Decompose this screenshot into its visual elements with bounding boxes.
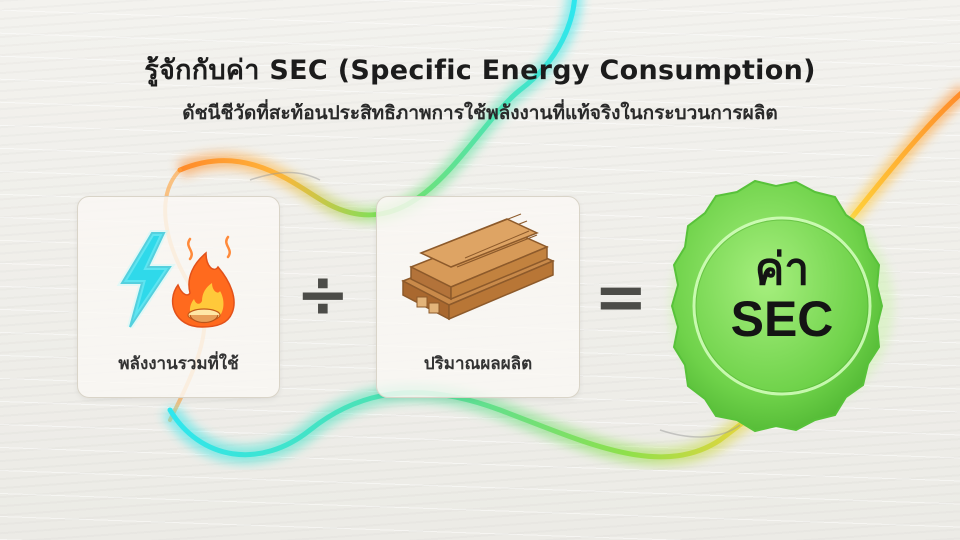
bottom-swoosh	[167, 390, 783, 460]
production-output-card: ปริมาณผลผลิต	[376, 196, 580, 398]
lightning-icon	[116, 230, 176, 329]
right-swoosh	[847, 91, 960, 223]
divide-operator: ÷	[296, 258, 350, 332]
total-energy-label: พลังงานรวมที่ใช้	[118, 354, 239, 374]
page-subtitle: ดัชนีชีวัดที่สะท้อนประสิทธิภาพการใช้พลัง…	[182, 102, 778, 124]
sec-badge-line1: ค่า	[754, 245, 810, 294]
equals-operator: =	[594, 261, 648, 335]
sec-badge	[670, 179, 894, 433]
sec-badge-line2: SEC	[730, 291, 834, 347]
top-swoosh	[177, 0, 577, 218]
flame-icon	[171, 235, 235, 328]
total-energy-card: พลังงานรวมที่ใช้	[77, 196, 280, 398]
flow-arrow-hint	[249, 171, 321, 181]
flow-arrow-hint	[659, 424, 741, 438]
production-output-label: ปริมาณผลผลิต	[423, 354, 533, 374]
page-title: รู้จักกับค่า SEC (Specific Energy Consum…	[144, 55, 816, 86]
wood-planks-icon	[401, 213, 555, 321]
